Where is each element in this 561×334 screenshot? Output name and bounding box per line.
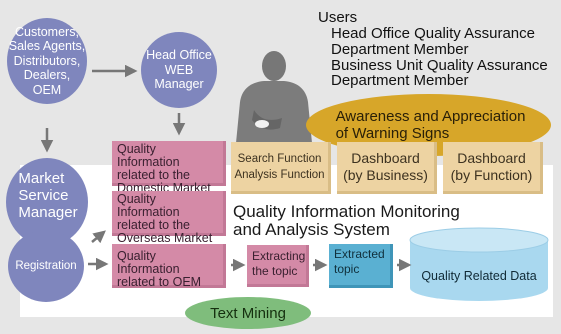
- users-line-4: Department Member: [331, 72, 469, 89]
- dashboard-business-box[interactable]: Dashboard (by Business): [337, 142, 437, 194]
- user-silhouette-icon: [236, 51, 312, 143]
- quality-info-overseas: Quality Information related to the Overs…: [112, 191, 226, 245]
- registration-label: Registration: [15, 259, 77, 272]
- search-analysis-box[interactable]: Search Function Analysis Function: [231, 142, 331, 194]
- awareness-label: Awareness and Appreciation of Warning Si…: [335, 108, 526, 142]
- system-title: Quality Information Monitoring and Analy…: [233, 202, 460, 239]
- head-office-label: Head Office WEB Manager: [146, 48, 212, 92]
- customers-circle: Customers, Sales Agents, Distributors, D…: [7, 18, 87, 104]
- extracted-topic-box: Extracted topic: [329, 244, 393, 288]
- text-mining-label: Text Mining: [210, 304, 286, 322]
- users-line-3: Business Unit Quality Assurance: [331, 57, 548, 74]
- head-office-circle: Head Office WEB Manager: [141, 32, 217, 108]
- market-service-label: Market Service Manager: [18, 169, 78, 221]
- dashboard-function-box[interactable]: Dashboard (by Function): [443, 142, 543, 194]
- registration-circle[interactable]: Registration: [8, 230, 84, 302]
- arrow-market-to-overseas: [91, 230, 106, 244]
- users-line-2: Department Member: [331, 41, 469, 58]
- customers-label: Customers, Sales Agents, Distributors, D…: [8, 24, 86, 97]
- database-label: Quality Related Data: [421, 269, 537, 283]
- extracting-topic-box: Extracting the topic: [247, 245, 309, 287]
- text-mining-ellipse: Text Mining: [185, 297, 311, 329]
- users-line-1: Head Office Quality Assurance: [331, 25, 535, 42]
- users-heading: Users: [318, 9, 358, 26]
- quality-info-domestic: Quality Information related to the Domes…: [112, 141, 226, 195]
- database-icon: [409, 227, 549, 301]
- quality-info-oem: Quality Information related to OEM: [112, 244, 226, 289]
- market-service-circle: Market Service Manager: [6, 158, 88, 246]
